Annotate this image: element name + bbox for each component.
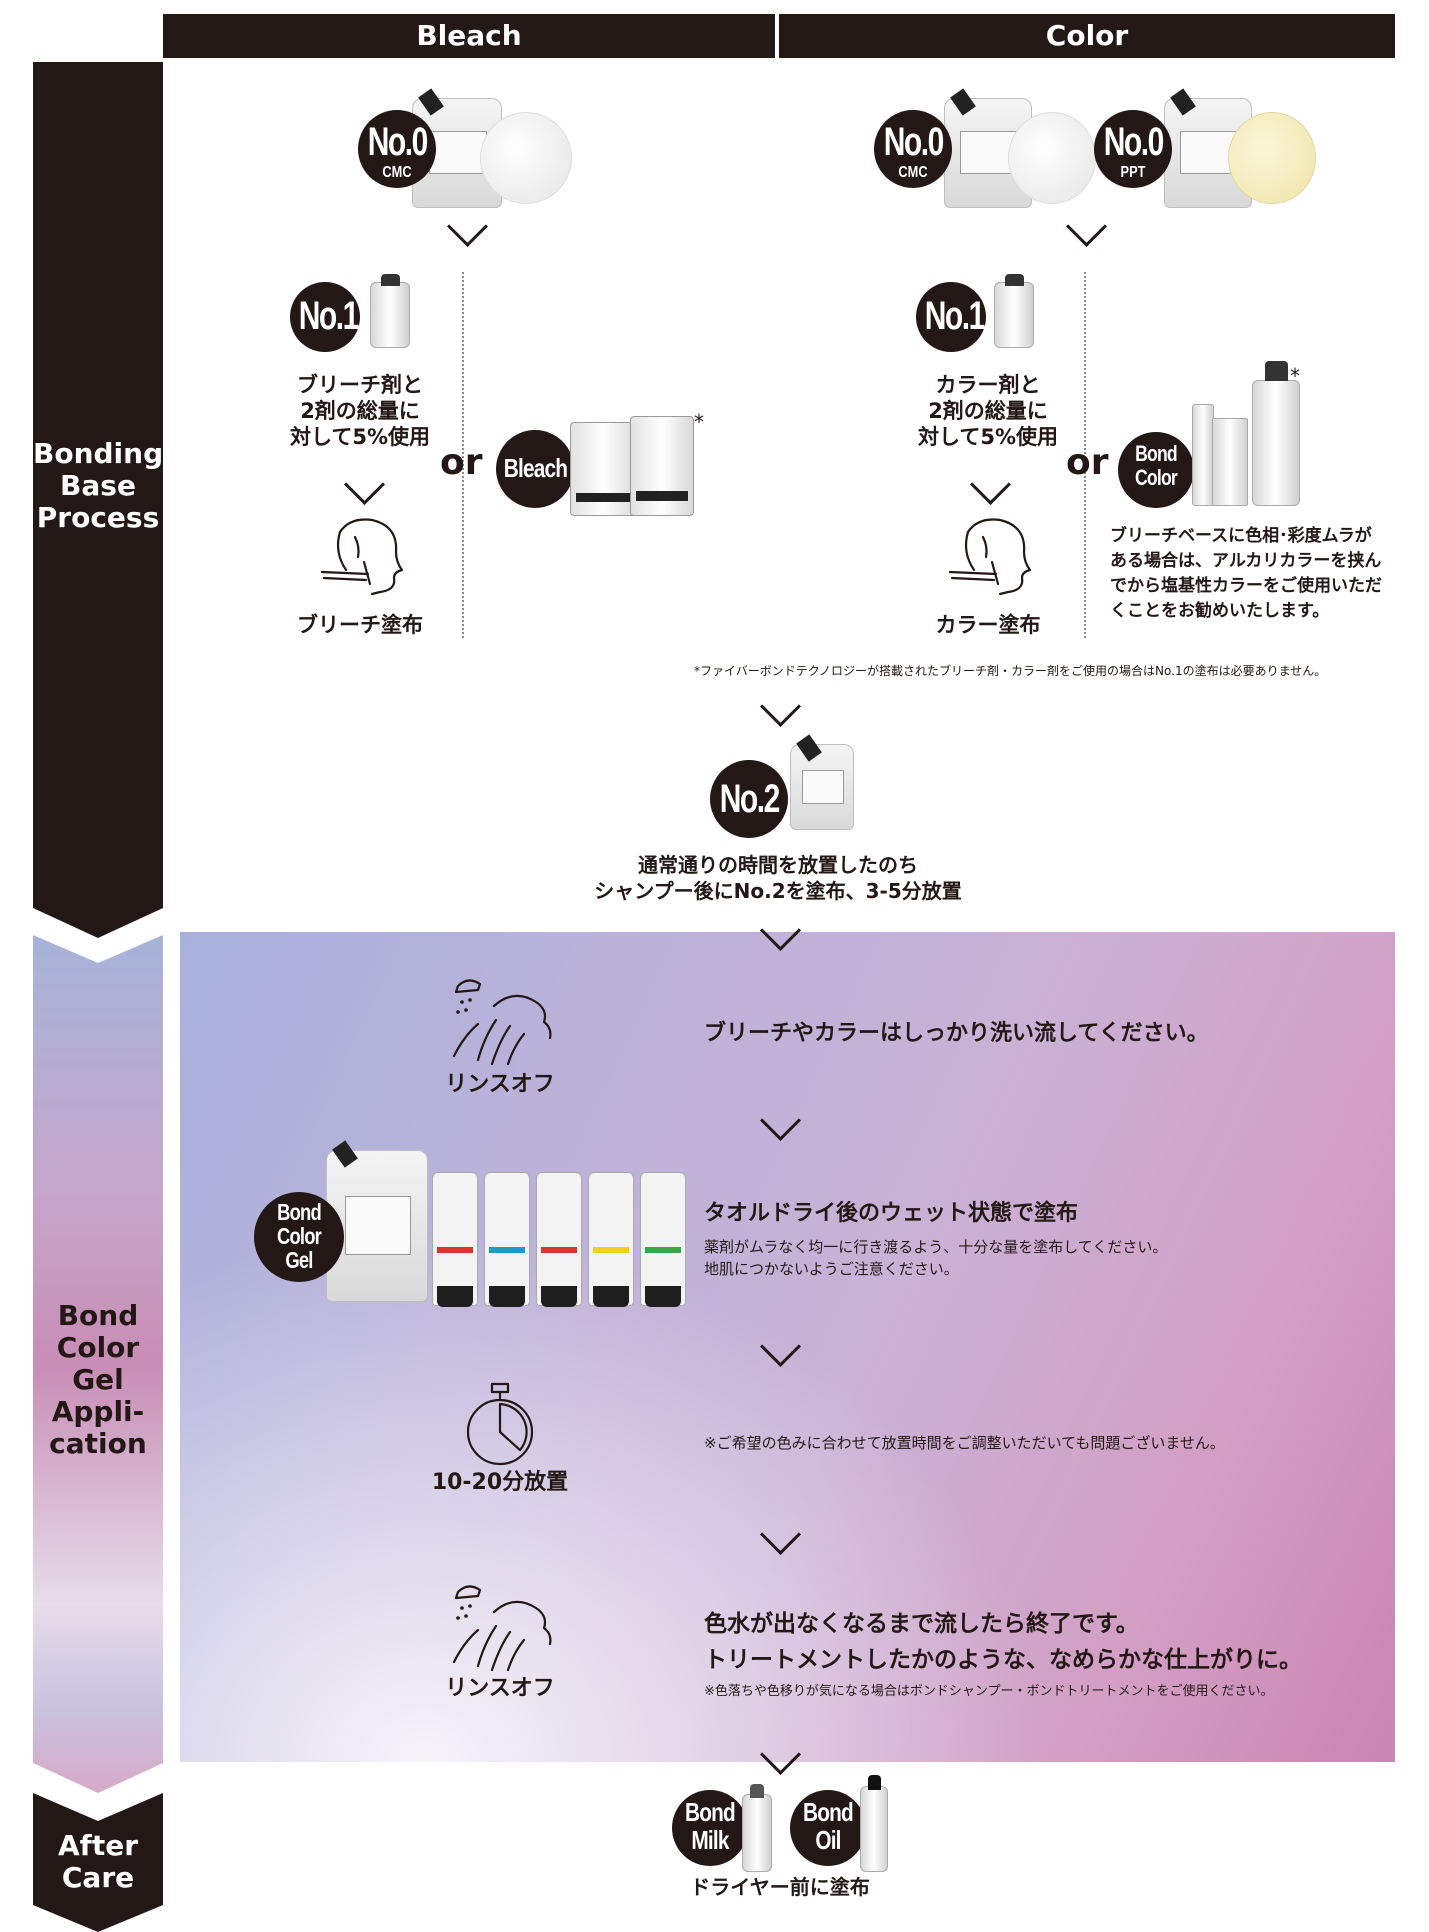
badge-no2: No.2 [710,760,788,838]
bleach-apply-label: ブリーチ塗布 [297,613,423,637]
no2-usage-text: 通常通りの時間を放置したのち シャンプー後にNo.2を塗布、3-5分放置 [594,853,962,903]
gel-apply-body: 薬剤がムラなく均一に行き渡るよう、十分な量を塗布してください。 地肌につかないよ… [704,1238,1168,1278]
rinse-off-label-1: リンスオフ [445,1072,555,1097]
color-apply-label: カラー塗布 [935,613,1041,637]
asterisk-mark: * [1290,364,1300,388]
cmc-swatch-image [480,112,572,204]
gel-tube-image [432,1172,478,1307]
arrow-down-icon [343,463,386,506]
arrow-down-icon [969,463,1012,506]
section-label-after-care: After Care [57,1829,139,1894]
rinse-off-instruction: ブリーチやカラーはしっかり洗い流してください。 [704,1021,1209,1046]
wait-time-note: ※ご希望の色みに合わせて放置時間をご調整いただいても問題ございません。 [704,1434,1225,1452]
color-no1-usage-text: カラー剤と 2剤の総量に 対して5%使用 [917,373,1059,449]
timer-icon [466,1382,534,1466]
section-arrow-bond-color-gel [33,935,163,1793]
badge-bleach: Bleach [496,430,574,508]
bond-color-gel-panel [180,932,1395,1762]
fibreplex-bleach-tub-image [570,422,638,516]
gel-tube-image [536,1172,582,1307]
fibreplex-bleach-tub-image [630,416,694,516]
divider [462,272,464,638]
fiber-bond-footnote: *ファイバーボンドテクノロジーが搭載されたブリーチ剤・カラー剤をご使用の場合はN… [694,664,1327,678]
bleach-no1-usage-text: ブリーチ剤と 2剤の総量に 対して5%使用 [289,373,431,449]
header-color: Color [779,14,1395,58]
bond-color-note: ブリーチベースに色相･彩度ムラが ある場合は、アルカリカラーを挟ん でから塩基性… [1110,526,1382,621]
divider [1084,272,1086,638]
rinse-finish-note: ※色落ちや色移りが気になる場合はボンドシャンプー・ボンドトリートメントをご使用く… [704,1684,1274,1699]
badge-no1-color: No.1 [916,282,986,352]
or-label-bleach: or [440,442,483,483]
no2-pouch-image [790,734,854,830]
bond-color-box-image [1212,418,1248,506]
badge-bond-color: Bond Color [1118,432,1194,508]
gel-apply-heading: タオルドライ後のウェット状態で塗布 [704,1201,1079,1226]
bond-color-gel-pouch-image [326,1140,428,1302]
after-care-text: ドライヤー前に塗布 [690,1875,870,1899]
bond-oil-bottle-image [860,1775,888,1872]
wait-time-label: 10-20分放置 [431,1470,569,1495]
badge-no1-bleach: No.1 [290,282,360,352]
or-label-color: or [1066,442,1109,483]
bond-milk-bottle-image [742,1784,772,1872]
gel-tube-image [640,1172,686,1307]
arrow-down-icon [446,205,489,248]
section-arrow-bonding [33,62,163,938]
hair-apply-icon [320,518,404,596]
ppt-swatch-image [1228,112,1316,204]
rinse-off-icon [452,1585,552,1672]
badge-bond-oil: Bond Oil [790,1790,866,1866]
gel-tube-image [588,1172,634,1307]
section-label-bond-color-gel-application: Bond Color Gel Appli- cation [49,1299,147,1460]
badge-bond-milk: Bond Milk [672,1790,748,1866]
no1-bottle-image [370,274,410,348]
rinse-off-label-2: リンスオフ [445,1676,555,1701]
header-bleach: Bleach [163,14,775,58]
gel-tube-image [484,1172,530,1307]
badge-bond-color-gel: Bond Color Gel [254,1192,344,1282]
cmc-swatch-image [1008,112,1096,204]
section-label-bonding-base-process: Bonding Base Process [33,437,164,534]
no1-bottle-image [994,274,1034,348]
rinse-off-icon [452,979,552,1066]
hair-apply-icon [948,518,1032,596]
rinse-finish-heading: 色水が出なくなるまで流したら終了です。 トリートメントしたかのような、なめらかな… [704,1611,1302,1673]
bond-color-tube-image [1192,404,1214,506]
bond-color-developer-bottle-image [1252,361,1300,506]
arrow-down-icon [1065,205,1108,248]
section-arrow-after-care [33,1793,163,1932]
arrow-down-icon [759,685,802,728]
asterisk-mark: * [694,410,704,434]
